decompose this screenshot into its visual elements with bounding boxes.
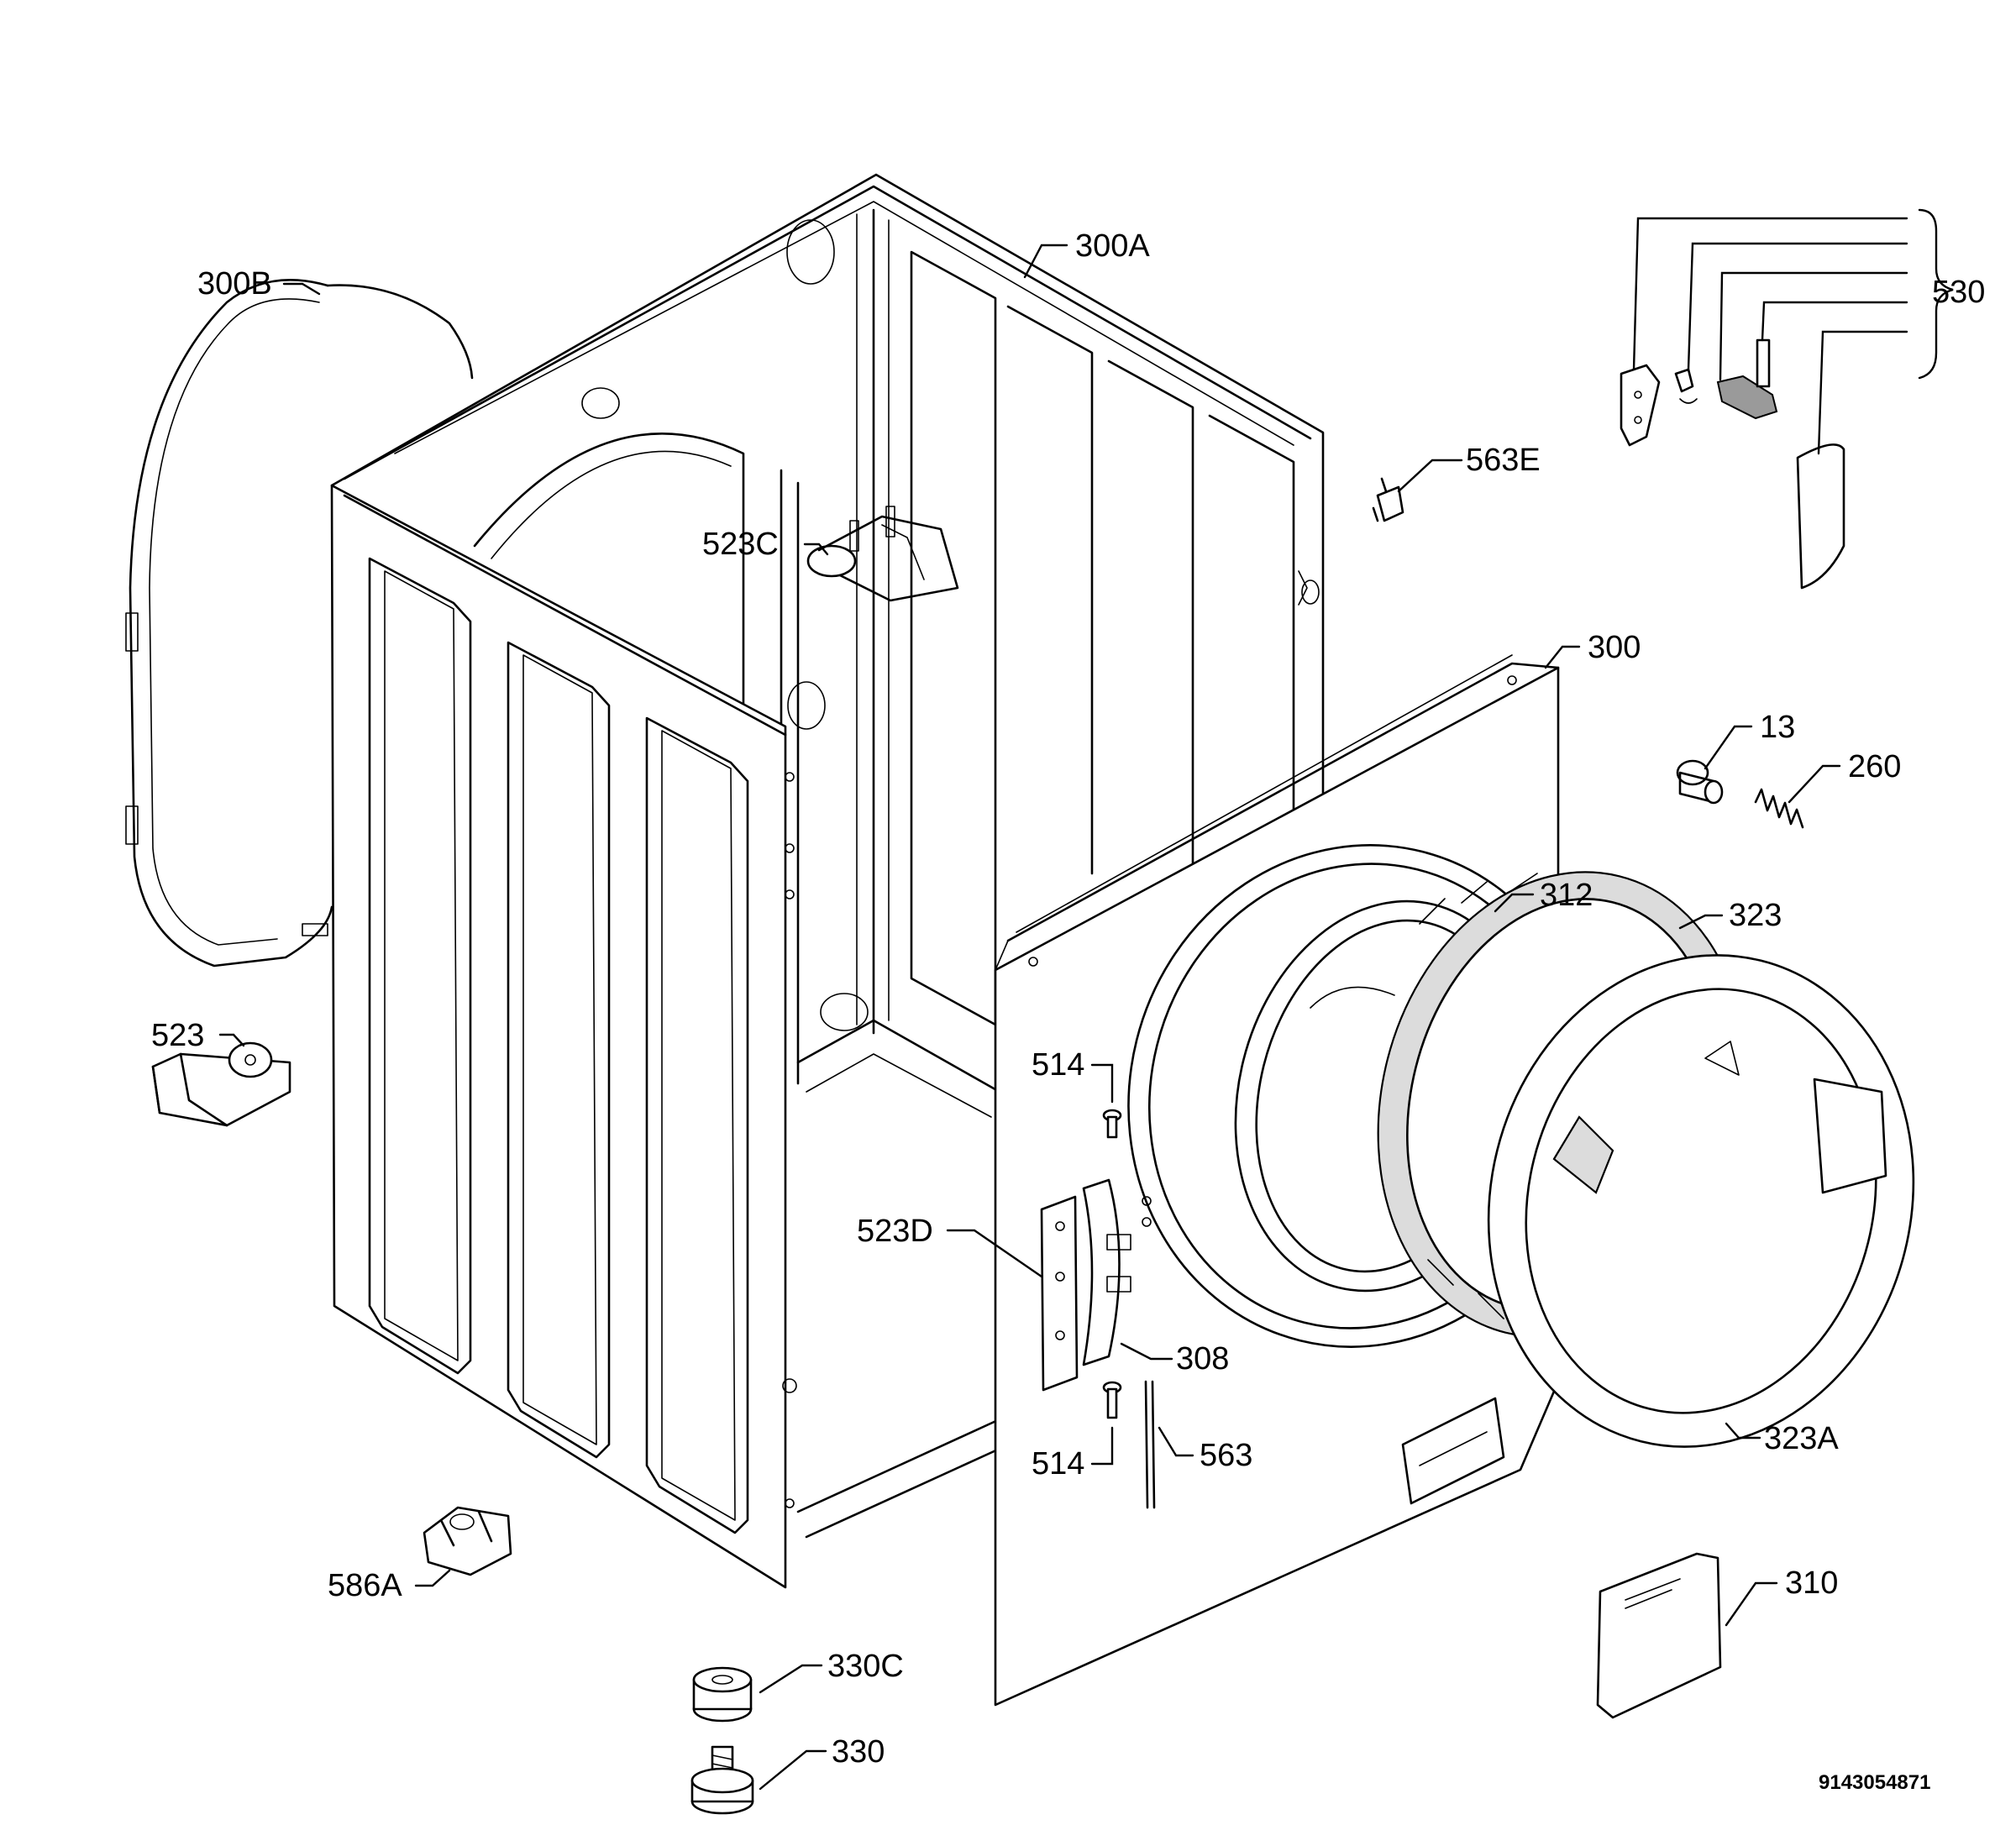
label-300B: 300B xyxy=(197,266,272,302)
label-330: 330 xyxy=(832,1734,885,1770)
label-323A: 323A xyxy=(1764,1421,1839,1456)
label-530: 530 xyxy=(1932,275,1985,310)
screw-514-top xyxy=(1102,1109,1122,1139)
document-code: 9143054871 xyxy=(1819,1771,1930,1794)
label-514-top: 514 xyxy=(1032,1047,1084,1083)
clamp-586A xyxy=(423,1506,512,1576)
bracket-523 xyxy=(151,1041,291,1127)
bush-13 xyxy=(1676,759,1724,805)
label-586A: 586A xyxy=(328,1568,402,1603)
service-flap-310 xyxy=(1596,1552,1722,1719)
label-300A: 300A xyxy=(1075,228,1150,264)
hinge-set-530 xyxy=(1620,338,1845,590)
clip-563E xyxy=(1372,477,1404,522)
rear-seal-300B xyxy=(125,279,474,968)
label-563E: 563E xyxy=(1466,443,1541,478)
label-13: 13 xyxy=(1760,710,1795,745)
side-panel xyxy=(330,484,797,1589)
label-514-bottom: 514 xyxy=(1032,1446,1084,1482)
label-300: 300 xyxy=(1588,630,1641,665)
label-310: 310 xyxy=(1785,1565,1838,1601)
label-308: 308 xyxy=(1176,1341,1229,1377)
part-labels: 300A 300B 530 563E 523C 300 13 260 312 3… xyxy=(151,228,1985,1794)
hinge-308 xyxy=(1082,1178,1131,1366)
screw-514-bottom xyxy=(1102,1381,1122,1419)
rod-563 xyxy=(1144,1380,1156,1509)
spring-260 xyxy=(1754,788,1804,829)
hinge-plate-523D xyxy=(1040,1195,1079,1392)
foot-330 xyxy=(690,1745,754,1815)
label-323: 323 xyxy=(1729,898,1782,933)
label-563: 563 xyxy=(1200,1438,1252,1473)
outer-door-323A xyxy=(1487,954,1915,1448)
label-523: 523 xyxy=(151,1018,204,1053)
foot-330C xyxy=(692,1666,753,1723)
label-260: 260 xyxy=(1848,749,1901,784)
label-312: 312 xyxy=(1540,878,1593,913)
label-523D: 523D xyxy=(857,1214,933,1249)
hose-holder-523C xyxy=(806,506,959,602)
label-330C: 330C xyxy=(827,1649,904,1684)
label-523C: 523C xyxy=(702,527,779,562)
leader-lines xyxy=(218,208,1954,1791)
